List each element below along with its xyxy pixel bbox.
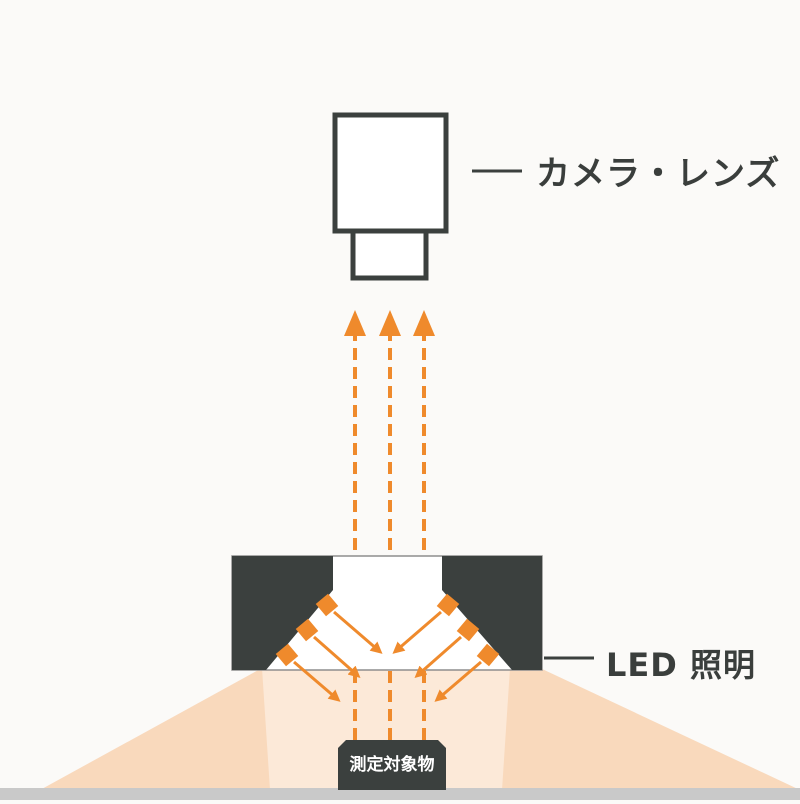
light-cone-inner [262,668,510,790]
emitted-ray [414,635,462,678]
target-object-label: 測定対象物 [349,755,435,775]
reflected-ray-arrowheads [344,310,435,336]
camera-body [332,112,449,234]
led-emitter [456,618,480,642]
camera-lens-label: カメラ・レンズ [536,154,781,194]
arrowhead-left [344,310,366,336]
camera-lens [350,228,429,281]
emitted-ray [333,610,383,654]
led-emitter [476,643,500,667]
emitted-rays [293,610,482,702]
base-surface [0,788,800,800]
emitted-ray [392,610,442,654]
led-housing-left [232,556,333,670]
emitted-ray [293,660,341,702]
led-emitter [295,618,319,642]
led-housing-right [442,556,542,670]
led-emitter [315,593,339,617]
led-lighting-label: LED 照明 [606,646,756,684]
emitted-ray [434,660,482,702]
emitted-ray [313,635,361,678]
led-emitter [436,593,460,617]
arrowhead-center [379,310,401,336]
arrowhead-right [413,310,435,336]
led-emitter [275,643,299,667]
target-object [338,740,446,790]
led-emitters [275,593,500,667]
